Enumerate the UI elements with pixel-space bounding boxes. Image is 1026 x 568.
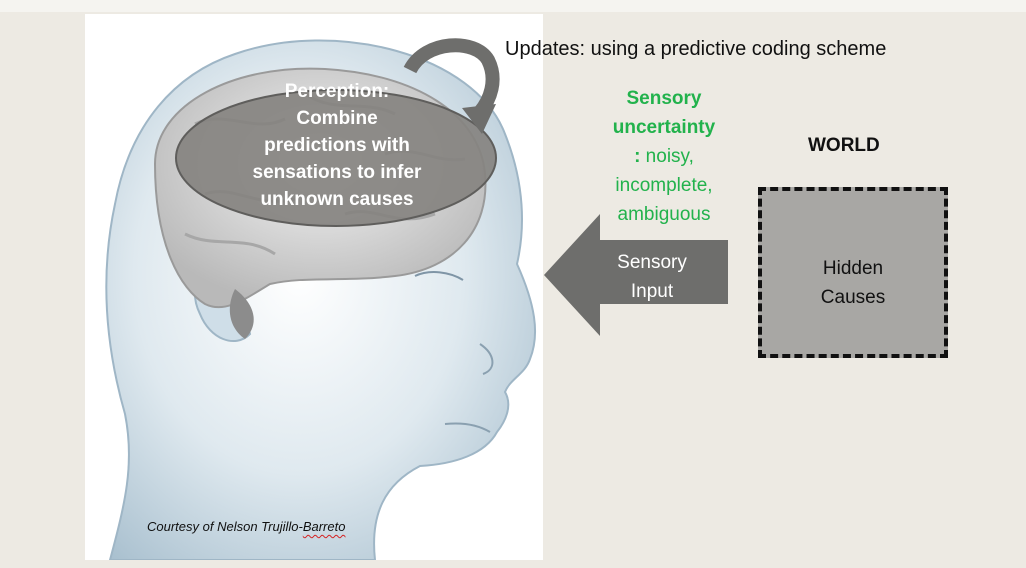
eye-line [414, 271, 464, 281]
updates-label: Updates: using a predictive coding schem… [505, 38, 887, 60]
credit-text: Courtesy of Nelson Trujillo-Barreto [147, 519, 345, 534]
perception-line: Perception: [284, 81, 390, 102]
hidden-causes-box: Hidden Causes [758, 187, 948, 358]
uncertainty-noisy: noisy, [640, 146, 694, 167]
uncertainty-bold-1: Sensory [626, 88, 702, 109]
nose-line [479, 343, 494, 375]
uncertainty-bold-2: uncertainty [612, 117, 716, 138]
sensory-uncertainty-label: Sensory uncertainty : noisy, incomplete,… [600, 84, 728, 229]
hidden-causes-line: Causes [820, 287, 886, 308]
world-label: WORLD [808, 135, 880, 156]
head-illustration-panel: Courtesy of Nelson Trujillo-Barreto [85, 14, 543, 560]
top-strip [0, 0, 1026, 12]
hidden-causes-text: Hidden Causes [762, 254, 944, 312]
sensory-input-line: Input [630, 281, 674, 302]
hidden-causes-line: Hidden [822, 258, 884, 279]
brain-stem [229, 289, 254, 339]
perception-line: Combine [296, 108, 378, 129]
credit-squiggle-word: Barreto [302, 519, 346, 534]
perception-text: Perception: Combine predictions with sen… [214, 78, 460, 213]
left-arrow-icon [544, 214, 728, 336]
perception-line: sensations to infer [252, 162, 422, 183]
perception-line: unknown causes [260, 189, 414, 210]
head-brain-illustration [105, 39, 537, 560]
credit-prefix: Courtesy of Nelson Trujillo- [147, 519, 303, 534]
sensory-input-line: Sensory [617, 252, 687, 273]
mouth-line [444, 422, 491, 433]
uncertainty-colon: : [634, 146, 641, 167]
perception-line: predictions with [264, 135, 410, 156]
sensory-input-label: Sensory Input [600, 248, 704, 306]
uncertainty-incomplete: incomplete, [615, 175, 713, 196]
curved-loop-arrow-icon [403, 38, 500, 134]
perception-ellipse [175, 89, 497, 227]
uncertainty-ambiguous: ambiguous [617, 204, 711, 225]
